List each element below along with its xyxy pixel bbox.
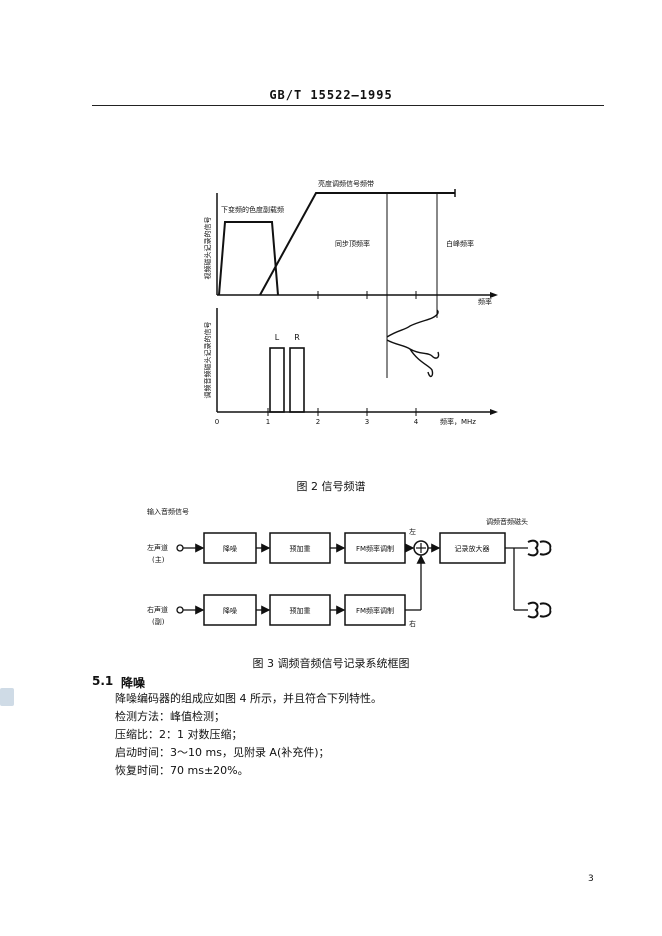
upper-x-arrow (490, 292, 498, 298)
body-line: 检测方法：峰值检测； (115, 710, 225, 723)
video-spectrum-edge (386, 309, 440, 378)
right-channel-sub: (副) (152, 617, 165, 626)
head-label: 调频音频磁头 (486, 517, 528, 526)
left-channel-sub: (主) (152, 555, 165, 564)
lower-xlabel: 频率，MHz (440, 417, 476, 426)
upper-ylabel: 视频磁头记录的信号 (203, 217, 212, 280)
body-line: 启动时间：3～10 ms，见附录 A(补充件)； (115, 746, 330, 759)
label-L: L (275, 333, 280, 342)
sum-right-label: 右 (409, 619, 416, 628)
body-line: 恢复时间：70 ms±20%。 (115, 764, 249, 777)
side-margin-mark (0, 688, 14, 706)
body-line: 降噪编码器的组成应如图 4 所示，并且符合下列特性。 (115, 692, 382, 705)
left-channel-label: 左声道 (147, 543, 168, 552)
right-channel-label: 右声道 (147, 605, 168, 614)
luma-band (259, 192, 455, 296)
section-number: 5.1 (92, 674, 114, 688)
chroma-band (218, 221, 279, 296)
section-body: 降噪编码器的组成应如图 4 所示，并且符合下列特性。 检测方法：峰值检测； 压缩… (115, 690, 382, 780)
left-fm-label: FM频率调制 (356, 544, 394, 553)
right-input-jack (176, 606, 184, 614)
tick-label-0: 0 (215, 418, 219, 426)
right-fm-label: FM频率调制 (356, 606, 394, 615)
carrier-R (289, 347, 305, 413)
left-nr-label: 降噪 (223, 544, 237, 553)
label-chroma: 下变频的色度副载频 (221, 205, 284, 214)
carrier-L (269, 347, 285, 413)
tick-label-2: 2 (316, 418, 320, 426)
body-line: 压缩比：2：1 对数压缩； (115, 728, 243, 741)
right-preemph-label: 预加重 (290, 606, 311, 615)
tick-label-4: 4 (414, 418, 419, 426)
label-R: R (294, 333, 300, 342)
sum-left-label: 左 (409, 527, 416, 536)
left-preemph-label: 预加重 (290, 544, 311, 553)
upper-xlabel: 频率 (478, 297, 492, 306)
figure3-caption: 图 3 调频音频信号记录系统框图 (252, 657, 410, 670)
audio-head-icon (527, 539, 552, 557)
record-amp-label: 记录放大器 (455, 544, 490, 553)
tick-label-1: 1 (266, 418, 270, 426)
section-title: 降噪 (121, 676, 146, 690)
right-nr-label: 降噪 (223, 606, 237, 615)
figure2-caption-text: 图 2 信号频谱 (296, 480, 366, 493)
input-label: 输入音频信号 (147, 507, 189, 516)
lower-x-arrow (490, 409, 498, 415)
label-sync: 同步顶频率 (335, 239, 370, 248)
tick-label-3: 3 (365, 418, 369, 426)
header-rule (92, 105, 604, 106)
figure2-spectrum: 下变频的色度副载频 亮度调频信号频带 同步顶频率 白峰频率 频率 视频磁头记录的… (203, 179, 498, 426)
figure3-block-diagram: 输入音频信号 调频音频磁头 左声道 (主) 降噪 预加重 FM频率调制 左 记录… (147, 507, 552, 628)
label-white: 白峰频率 (446, 239, 474, 248)
document-header: GB/T 15522—1995 (269, 88, 393, 102)
lower-ylabel: 调频音频磁头记录的信号 (203, 322, 212, 399)
page-number: 3 (588, 874, 594, 884)
label-luma: 亮度调频信号频带 (318, 179, 374, 188)
left-input-jack (176, 544, 184, 552)
audio-head-icon (527, 601, 552, 619)
